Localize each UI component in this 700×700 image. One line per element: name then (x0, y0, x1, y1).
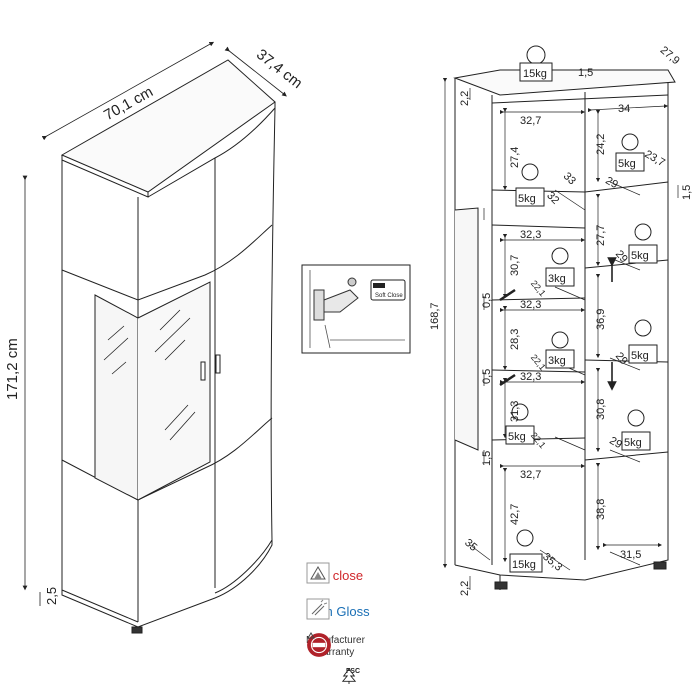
dim-side-gap: 1,5 (681, 185, 693, 200)
weight-icon-r3 (628, 319, 658, 364)
soft-close-inset-label: Soft Close (375, 293, 403, 299)
dim-left-side: 2,2 (459, 91, 471, 106)
feature-soft-close: Soft close (306, 562, 363, 588)
weight-icon-r4 (621, 409, 651, 451)
left-cabinet-dimensions (22, 41, 287, 606)
dim-h-right-4: 30,8 (595, 399, 607, 420)
dim-base: 2,2 (459, 581, 471, 596)
recycle-icon (307, 632, 315, 639)
dim-gap-top: 1,5 (578, 67, 593, 79)
dim-h1-right: 24,2 (595, 134, 607, 155)
weight-icon-bottom (509, 529, 543, 573)
fsc-logo: FSC (340, 668, 366, 684)
dim-w-left-4: 32,3 (520, 371, 541, 383)
feature-warranty: Manufacturer Warranty (306, 632, 365, 662)
dim-h-right-3: 36,9 (595, 309, 607, 330)
warranty-seal-icon (307, 633, 331, 657)
load-bottom: 15kg (512, 559, 536, 571)
dim-gap-15-b: 1,5 (481, 451, 493, 466)
weight-icon-r2 (628, 223, 658, 264)
dim-w-left-5: 32,7 (520, 469, 541, 481)
right-cabinet-dimensions (442, 77, 679, 590)
dim-total-height: 168,7 (429, 302, 441, 330)
dim-h-left-2: 30,7 (509, 255, 521, 276)
dim-h-left-4: 31,3 (509, 401, 521, 422)
dim-d29-b: 29 (613, 248, 630, 265)
soft-close-icon (306, 562, 330, 584)
fsc-tree-icon (341, 668, 357, 684)
dim-w-left-2: 32,3 (520, 229, 541, 241)
dim-h1-left: 27,4 (509, 147, 521, 168)
weight-icon-l4 (505, 403, 535, 445)
weight-icon-l3 (545, 331, 575, 369)
weight-icon-l2 (545, 247, 575, 287)
high-gloss-icon (306, 598, 330, 620)
load-l4: 5kg (508, 431, 526, 443)
dim-h-left-5: 42,7 (509, 504, 521, 525)
left-cabinet-drawing (60, 59, 276, 634)
load-r3: 5kg (631, 350, 649, 362)
dim-w-left-3: 32,3 (520, 299, 541, 311)
feature-high-gloss: High Gloss (306, 598, 370, 624)
load-top: 15kg (523, 68, 547, 80)
load-l3: 3kg (548, 355, 566, 367)
warranty-line1: Manufacturer (306, 635, 365, 646)
load-r1: 5kg (618, 158, 636, 170)
dim-diag-right-top: 23,7 (642, 148, 667, 169)
dim-d31-5: 31,5 (620, 549, 641, 561)
dim-d22-b: 22,1 (529, 352, 548, 372)
left-height-label: 171,2 cm (4, 338, 21, 400)
load-l2: 3kg (548, 273, 566, 285)
weight-icon-top (519, 45, 553, 82)
dim-col-left-top: 32,7 (520, 115, 541, 127)
dim-h-right-2: 27,7 (595, 225, 607, 246)
load-r2: 5kg (631, 250, 649, 262)
fsc-label: FSC (346, 668, 360, 675)
warranty-line2: Warranty (314, 647, 355, 658)
left-plinth-label: 2,5 (44, 587, 59, 605)
soft-close-inset (301, 264, 411, 354)
dim-h-right-5: 38,8 (595, 499, 607, 520)
dim-top-width: 27,9 (658, 44, 682, 67)
weight-icon-r1 (615, 133, 645, 172)
load-r4: 5kg (624, 437, 642, 449)
dim-gap-05-a: 0,5 (481, 293, 493, 308)
load-icons (505, 45, 658, 573)
dim-d35: 35 (462, 537, 479, 554)
dim-h-left-3: 28,3 (509, 329, 521, 350)
left-depth-label: 37,4 cm (253, 46, 306, 92)
dim-d29-a: 29 (603, 175, 620, 192)
dim-diag-left-top: 33 (561, 170, 578, 187)
load-l1: 5kg (518, 193, 536, 205)
dim-gap-05-b: 0,5 (481, 369, 493, 384)
dim-col-right-top: 34 (618, 103, 630, 115)
dim-d22-a: 22,1 (529, 278, 548, 298)
dim-d35-3: 35,3 (540, 551, 564, 574)
weight-icon-l1 (515, 163, 545, 207)
dim-d29-d: 29 (607, 435, 624, 452)
